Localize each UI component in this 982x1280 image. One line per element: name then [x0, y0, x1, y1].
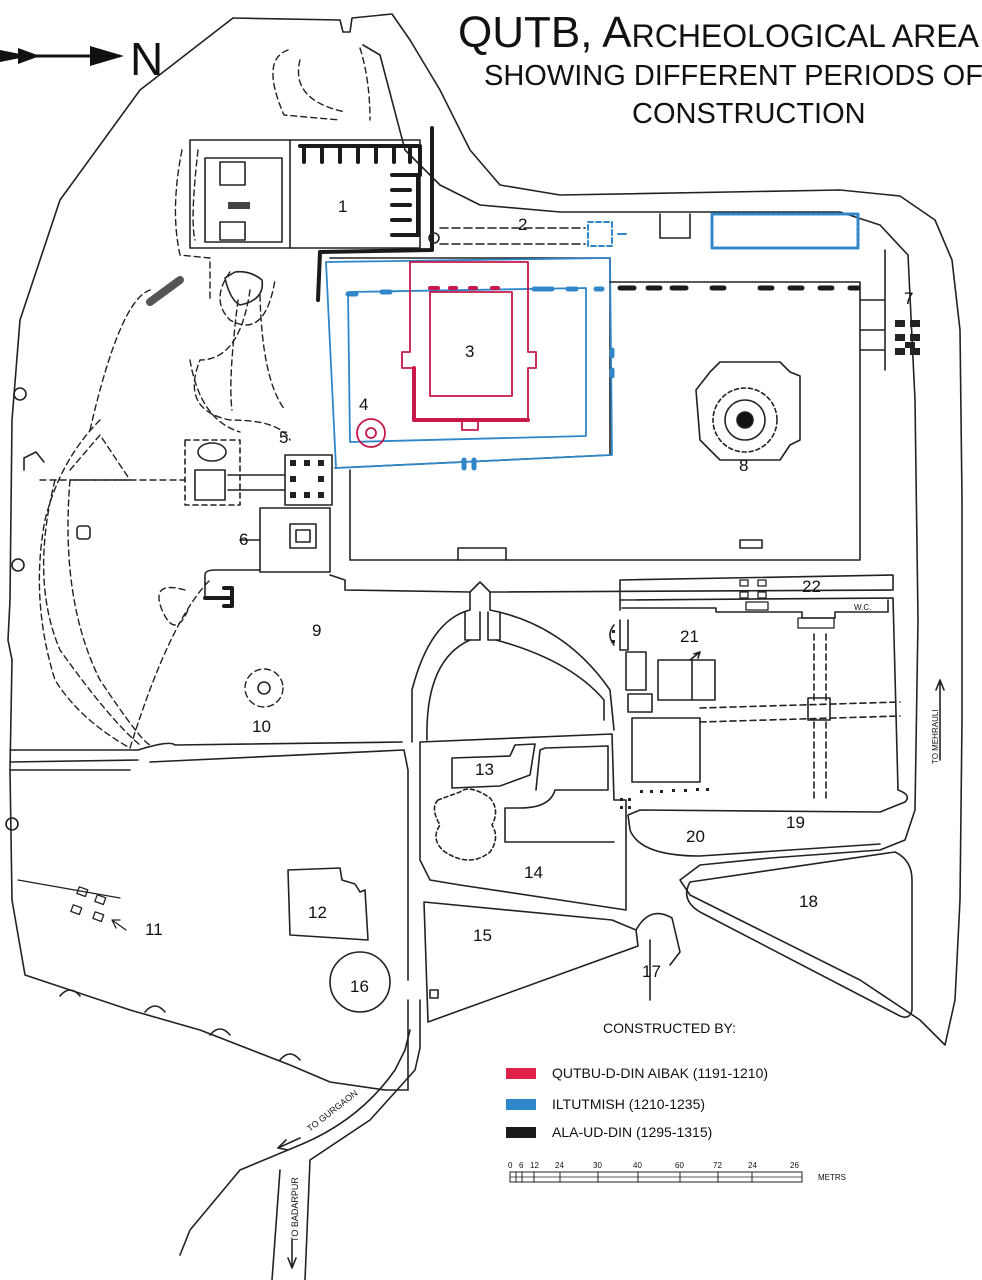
scale-unit: METRS: [818, 1173, 846, 1182]
map-title: QUTB, ARCHEOLOGICAL AREA: [458, 8, 979, 58]
west-boundary: [7, 17, 234, 661]
north-label: N: [130, 33, 164, 85]
site-label: 14: [524, 863, 543, 882]
outer-boundary: [232, 13, 963, 1046]
legend-item-alauddin: ALA-UD-DIN (1295-1315): [506, 1121, 712, 1143]
scale-tick: 24: [748, 1161, 757, 1170]
site-label: 5: [279, 428, 288, 447]
legend-swatch: [506, 1067, 536, 1079]
title-line1-small: RCHEOLOGICAL AREA: [631, 18, 979, 54]
site-label: 13: [475, 760, 494, 779]
site-label: 22: [802, 577, 821, 596]
site-label: 2: [518, 215, 527, 234]
to-mehrauli-label: TO MEHRAULI: [931, 709, 940, 764]
site-label: 8: [739, 456, 748, 475]
site-label: 19: [786, 813, 805, 832]
site-labels: 1 2 3 4 5 6 7 8 9 10 11 12 13 14 15 16 1…: [145, 197, 913, 996]
scale-tick: 30: [593, 1161, 602, 1170]
to-gurgaon-label: TO GURGAON: [305, 1088, 359, 1134]
legend-heading: CONSTRUCTED BY:: [603, 1020, 737, 1036]
legend-swatch: [506, 1126, 536, 1138]
site-label: 4: [359, 395, 368, 414]
site-label: 12: [308, 903, 327, 922]
scale-tick: 60: [675, 1161, 684, 1170]
scale-bar: 0 6 12 24 30 40 60 72 24 26 METRS: [508, 1161, 846, 1183]
north-arrow-icon: [0, 46, 124, 66]
site-label: 10: [252, 717, 271, 736]
legend-label: ALA-UD-DIN (1295-1315): [552, 1124, 713, 1140]
scale-tick: 72: [713, 1161, 722, 1170]
title-line1-big: QUTB, A: [458, 8, 632, 57]
legend-label: QUTBU-D-DIN AIBAK (1191-1210): [552, 1065, 769, 1081]
site-label: 20: [686, 827, 705, 846]
site-label: 3: [465, 342, 474, 361]
site-label: 18: [799, 892, 818, 911]
legend-item-aibak: QUTBU-D-DIN AIBAK (1191-1210): [506, 1062, 768, 1084]
scale-tick: 0: [508, 1161, 513, 1170]
scale-tick: 26: [790, 1161, 799, 1170]
site-label: 15: [473, 926, 492, 945]
scale-tick: 24: [555, 1161, 564, 1170]
map-subtitle-line2: SHOWING DIFFERENT PERIODS OF: [484, 60, 982, 92]
site-label: 7: [904, 289, 913, 308]
legend-item-iltutmish: ILTUTMISH (1210-1235): [506, 1093, 705, 1115]
scale-tick: 6: [519, 1161, 524, 1170]
site-label: 21: [680, 627, 699, 646]
to-badarpur-label: TO BADARPUR: [290, 1177, 300, 1242]
site-label: 9: [312, 621, 321, 640]
wc-label: W.C.: [854, 603, 871, 612]
site-label: 11: [145, 920, 163, 939]
map-subtitle-line3: CONSTRUCTION: [632, 98, 866, 130]
site-label: 6: [239, 530, 248, 549]
scale-tick: 40: [633, 1161, 642, 1170]
site-label: 16: [350, 977, 369, 996]
legend-label: ILTUTMISH (1210-1235): [552, 1096, 706, 1112]
scale-tick: 12: [530, 1161, 539, 1170]
site-label: 17: [642, 962, 661, 981]
legend-swatch: [506, 1098, 536, 1110]
site-label: 1: [338, 197, 347, 216]
